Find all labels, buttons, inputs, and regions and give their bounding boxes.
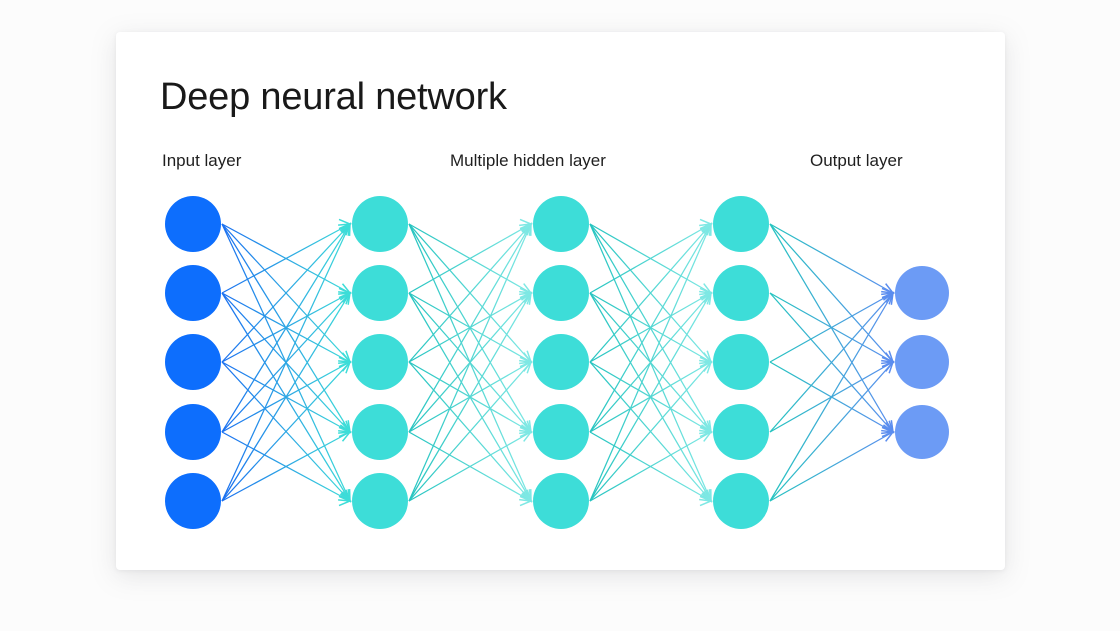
node-hidden3-3[interactable]: [713, 334, 769, 390]
node-hidden1-3[interactable]: [352, 334, 408, 390]
node-output-1[interactable]: [895, 266, 949, 320]
node-input-1[interactable]: [165, 196, 221, 252]
node-input-2[interactable]: [165, 265, 221, 321]
node-hidden3-2[interactable]: [713, 265, 769, 321]
node-hidden1-4[interactable]: [352, 404, 408, 460]
node-hidden2-2[interactable]: [533, 265, 589, 321]
input-layer-label: Input layer: [162, 151, 242, 170]
node-input-4[interactable]: [165, 404, 221, 460]
node-input-3[interactable]: [165, 334, 221, 390]
node-hidden2-5[interactable]: [533, 473, 589, 529]
hidden-layer-label: Multiple hidden layer: [450, 151, 606, 170]
page-title: Deep neural network: [160, 76, 507, 118]
node-hidden2-3[interactable]: [533, 334, 589, 390]
node-hidden3-5[interactable]: [713, 473, 769, 529]
node-hidden2-4[interactable]: [533, 404, 589, 460]
node-hidden1-5[interactable]: [352, 473, 408, 529]
node-hidden3-4[interactable]: [713, 404, 769, 460]
output-layer-label: Output layer: [810, 151, 903, 170]
nodes-group: [165, 196, 949, 529]
node-hidden2-1[interactable]: [533, 196, 589, 252]
node-output-3[interactable]: [895, 405, 949, 459]
node-output-2[interactable]: [895, 335, 949, 389]
node-hidden3-1[interactable]: [713, 196, 769, 252]
node-hidden1-1[interactable]: [352, 196, 408, 252]
node-input-5[interactable]: [165, 473, 221, 529]
node-hidden1-2[interactable]: [352, 265, 408, 321]
